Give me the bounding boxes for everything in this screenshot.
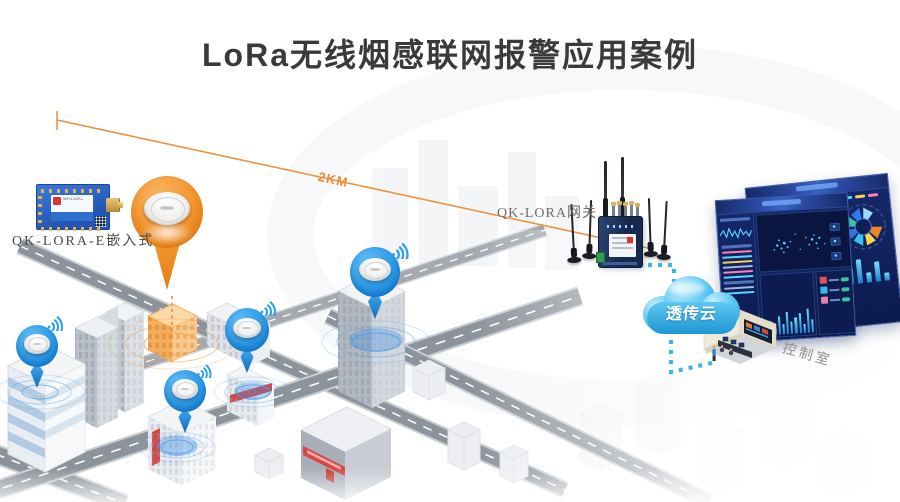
brand-logo bbox=[53, 197, 61, 205]
smoke-detector-icon bbox=[23, 334, 51, 354]
wifi-signal-icon bbox=[260, 301, 277, 316]
smoke-detector-icon bbox=[143, 191, 191, 225]
module-sticker: WH-L102-L bbox=[51, 195, 93, 221]
smoke-detector-icon bbox=[171, 379, 199, 399]
alarm-building bbox=[146, 303, 199, 362]
map-panel bbox=[755, 209, 853, 273]
gateway-caption: QK-LORA网关 bbox=[497, 206, 597, 221]
cloud-icon: 透传云 bbox=[643, 276, 740, 338]
wifi-signal-icon bbox=[391, 243, 409, 259]
qr-code bbox=[95, 216, 106, 227]
wifi-signal-icon bbox=[47, 316, 64, 331]
smoke-detector-pin bbox=[164, 364, 212, 433]
standing-person bbox=[712, 345, 716, 361]
pcb-board: WH-L102-L bbox=[36, 184, 110, 231]
smoke-detector-pin bbox=[350, 243, 409, 319]
module-board-label: WH-L102-L bbox=[63, 197, 84, 202]
alert-list bbox=[815, 268, 857, 336]
cloud-label: 透传云 bbox=[665, 306, 718, 323]
distance-label: 2KM bbox=[316, 168, 350, 191]
wifi-signal-icon bbox=[197, 364, 212, 378]
page-title: LoRa无线烟感联网报警应用案例 bbox=[201, 37, 698, 73]
tower-front bbox=[73, 306, 120, 428]
small-blocks bbox=[253, 359, 530, 484]
bank-building bbox=[225, 365, 276, 426]
wave-chart bbox=[719, 226, 753, 240]
antenna-icon bbox=[655, 200, 674, 264]
antenna-icon bbox=[603, 161, 608, 218]
smoke-detector-pin bbox=[16, 316, 64, 388]
gateway-body bbox=[596, 216, 643, 268]
lora-module-board: WH-L102-L bbox=[36, 181, 123, 231]
smoke-detector-pin bbox=[225, 301, 277, 373]
control-room-caption: 控制室 bbox=[780, 341, 834, 370]
module-caption: QK-LORA-E嵌入式 bbox=[12, 234, 155, 249]
mall-building bbox=[299, 406, 393, 500]
smoke-detector-icon bbox=[359, 258, 391, 281]
smoke-detector-icon bbox=[232, 317, 262, 338]
tower-back bbox=[104, 301, 146, 413]
